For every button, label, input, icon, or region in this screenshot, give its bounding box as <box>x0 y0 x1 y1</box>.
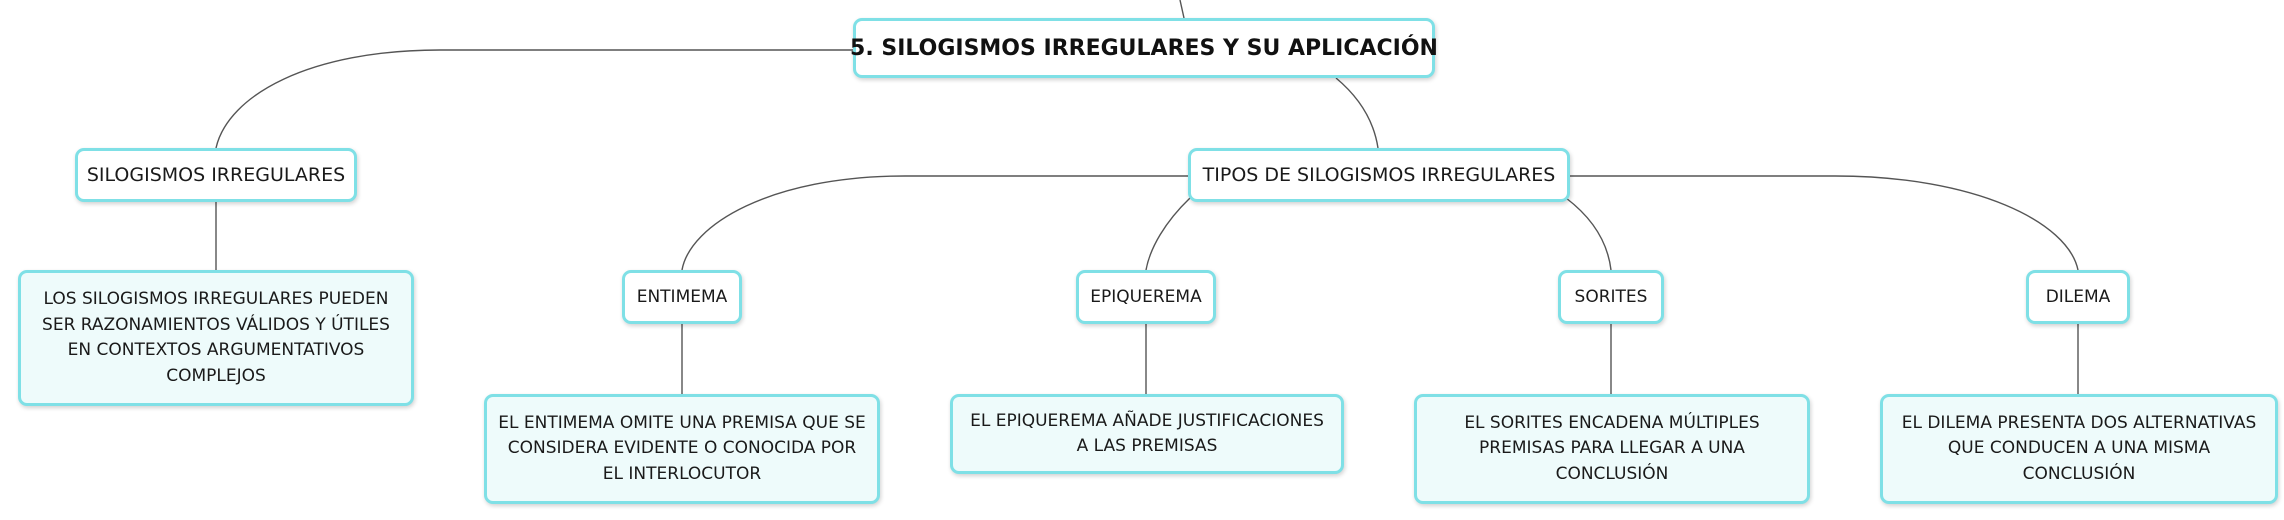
silogismos-irregulares-description-node[interactable]: LOS SILOGISMOS IRREGULARES PUEDEN SER RA… <box>18 270 414 406</box>
connector-root-top <box>1179 0 1185 19</box>
epiquerema-node[interactable]: EPIQUEREMA <box>1076 270 1216 324</box>
epiquerema-description-node[interactable]: EL EPIQUEREMA AÑADE JUSTIFICACIONES A LA… <box>950 394 1344 474</box>
root-topic-label: 5. SILOGISMOS IRREGULARES Y SU APLICACIÓ… <box>850 35 1438 61</box>
connector-tipos-to-dilema <box>1570 175 2079 271</box>
sorites-label: SORITES <box>1574 287 1648 307</box>
tipos-de-silogismos-label: TIPOS DE SILOGISMOS IRREGULARES <box>1202 164 1556 186</box>
epiquerema-description: EL EPIQUEREMA AÑADE JUSTIFICACIONES A LA… <box>970 410 1324 457</box>
silogismos-irregulares-label: SILOGISMOS IRREGULARES <box>86 164 346 186</box>
sorites-node[interactable]: SORITES <box>1558 270 1664 324</box>
root-topic-node[interactable]: 5. SILOGISMOS IRREGULARES Y SU APLICACIÓ… <box>850 18 1438 78</box>
tipos-de-silogismos-node[interactable]: TIPOS DE SILOGISMOS IRREGULARES <box>1188 148 1570 202</box>
sorites-description-node[interactable]: EL SORITES ENCADENA MÚLTIPLES PREMISAS P… <box>1414 394 1810 504</box>
dilema-label: DILEMA <box>2045 287 2111 307</box>
epiquerema-label: EPIQUEREMA <box>1090 287 1202 307</box>
silogismos-irregulares-node[interactable]: SILOGISMOS IRREGULARES <box>75 148 357 202</box>
connector-tipos-to-epiquerema <box>1145 197 1191 271</box>
connector-tipos-to-entimema <box>681 175 1188 271</box>
entimema-label: ENTIMEMA <box>636 287 728 307</box>
connector-root-to-tipos <box>1335 77 1379 149</box>
dilema-node[interactable]: DILEMA <box>2026 270 2130 324</box>
sorites-description: EL SORITES ENCADENA MÚLTIPLES PREMISAS P… <box>1464 412 1760 484</box>
silogismos-irregulares-description: LOS SILOGISMOS IRREGULARES PUEDEN SER RA… <box>42 289 390 386</box>
dilema-description: EL DILEMA PRESENTA DOS ALTERNATIVAS QUE … <box>1901 412 2257 484</box>
entimema-node[interactable]: ENTIMEMA <box>622 270 742 324</box>
connector-root-to-irregulares <box>215 49 853 149</box>
entimema-description-node[interactable]: EL ENTIMEMA OMITE UNA PREMISA QUE SE CON… <box>484 394 880 504</box>
entimema-description: EL ENTIMEMA OMITE UNA PREMISA QUE SE CON… <box>498 412 866 484</box>
dilema-description-node[interactable]: EL DILEMA PRESENTA DOS ALTERNATIVAS QUE … <box>1880 394 2278 504</box>
connector-tipos-to-sorites <box>1565 197 1612 271</box>
